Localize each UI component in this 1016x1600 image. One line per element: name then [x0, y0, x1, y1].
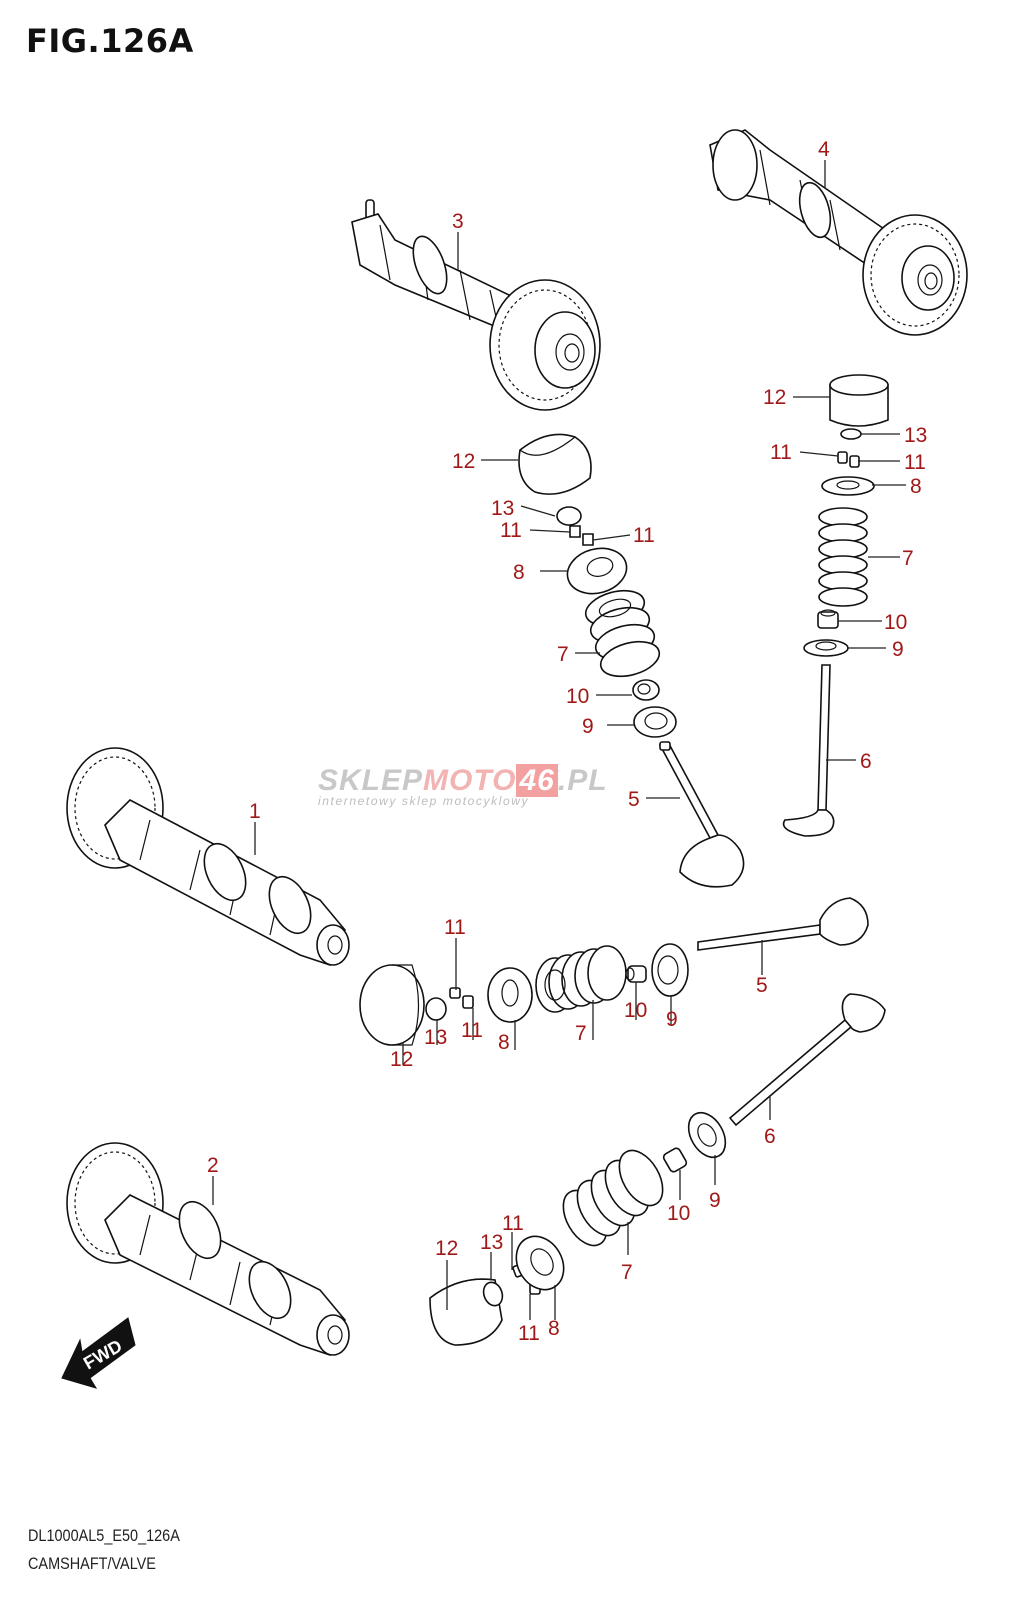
- shim-13[interactable]: [425, 997, 447, 1021]
- retainer-8[interactable]: [487, 967, 533, 1023]
- shim-13[interactable]: [480, 1280, 505, 1309]
- callout-13: 13: [491, 497, 514, 520]
- section-name: CAMSHAFT/VALVE: [28, 1554, 156, 1573]
- spring-7[interactable]: [818, 507, 868, 607]
- camshaft-2[interactable]: [66, 1142, 350, 1356]
- callout-9: 9: [582, 715, 594, 738]
- callout-13: 13: [480, 1231, 503, 1254]
- spring-7[interactable]: [582, 585, 663, 682]
- cotter-11a[interactable]: [449, 987, 461, 999]
- callout-11: 11: [444, 916, 466, 939]
- callout-6: 6: [764, 1125, 776, 1148]
- leader-lines: [212, 160, 906, 1320]
- callout-6: 6: [860, 750, 872, 773]
- callout-8: 8: [548, 1317, 560, 1340]
- callout-10: 10: [624, 999, 647, 1022]
- spring-7[interactable]: [554, 1143, 671, 1253]
- callout-11: 11: [502, 1212, 524, 1235]
- model-code: DL1000AL5_E50_126A: [28, 1526, 180, 1545]
- watermark-tagline: internetowy sklep motocyklowy: [318, 794, 530, 808]
- callout-11: 11: [518, 1322, 540, 1345]
- callout-9: 9: [666, 1008, 678, 1031]
- callout-7: 7: [902, 547, 914, 570]
- stem-seal-10[interactable]: [625, 965, 647, 983]
- retainer-8[interactable]: [507, 1228, 573, 1298]
- callout-4: 4: [818, 138, 830, 161]
- callouts: 3 4 12 13 11 11 8 7 10 9 6 12 13 11 11 8…: [207, 138, 927, 1345]
- cotter-11a[interactable]: [837, 451, 848, 464]
- callout-5: 5: [628, 788, 640, 811]
- stem-seal-10[interactable]: [632, 679, 660, 701]
- stem-seal-10[interactable]: [817, 609, 839, 629]
- cotter-11a[interactable]: [569, 525, 581, 538]
- spring-7[interactable]: [535, 945, 627, 1013]
- valve-5[interactable]: [697, 897, 869, 951]
- footer: DL1000AL5_E50_126A CAMSHAFT/VALVE: [28, 1522, 180, 1578]
- callout-13: 13: [904, 424, 927, 447]
- callout-12: 12: [452, 450, 475, 473]
- cotter-11b[interactable]: [462, 995, 474, 1009]
- valve-assembly-horizontal: [359, 897, 869, 1046]
- callout-11: 11: [461, 1019, 483, 1042]
- cotter-11b[interactable]: [849, 455, 860, 468]
- spring-seat-9[interactable]: [681, 1106, 733, 1164]
- valve-5[interactable]: [658, 741, 745, 888]
- callout-2: 2: [207, 1154, 219, 1177]
- spring-seat-9[interactable]: [633, 706, 677, 738]
- valve-assembly-bottom: [429, 993, 886, 1346]
- figure-title: FIG.126A: [26, 22, 194, 60]
- callout-5: 5: [756, 974, 768, 997]
- callout-8: 8: [513, 561, 525, 584]
- callout-7: 7: [575, 1022, 587, 1045]
- shim-13[interactable]: [840, 428, 862, 440]
- callout-11: 11: [904, 451, 926, 474]
- callout-12: 12: [390, 1048, 413, 1071]
- spring-seat-9[interactable]: [803, 639, 849, 657]
- valve-assembly-center: [518, 433, 745, 888]
- tappet-12[interactable]: [359, 964, 425, 1046]
- callout-3: 3: [452, 210, 464, 233]
- callout-9: 9: [709, 1189, 721, 1212]
- valve-assembly-right: [782, 374, 889, 837]
- callout-8: 8: [498, 1031, 510, 1054]
- callout-9: 9: [892, 638, 904, 661]
- camshaft-4[interactable]: [709, 129, 968, 336]
- stem-seal-10[interactable]: [662, 1147, 688, 1173]
- valve-6[interactable]: [782, 664, 835, 837]
- tappet-12[interactable]: [829, 374, 889, 427]
- retainer-8[interactable]: [821, 476, 875, 496]
- callout-11: 11: [633, 524, 655, 547]
- callout-10: 10: [667, 1202, 690, 1225]
- shim-13[interactable]: [556, 506, 582, 526]
- callout-12: 12: [435, 1237, 458, 1260]
- callout-7: 7: [557, 643, 569, 666]
- callout-10: 10: [884, 611, 907, 634]
- callout-11: 11: [500, 519, 522, 542]
- camshaft-1[interactable]: [66, 747, 350, 966]
- callout-1: 1: [249, 800, 261, 823]
- callout-12: 12: [763, 386, 786, 409]
- callout-7: 7: [621, 1261, 633, 1284]
- callout-10: 10: [566, 685, 589, 708]
- callout-11: 11: [770, 441, 792, 464]
- cotter-11b[interactable]: [582, 533, 594, 546]
- retainer-8[interactable]: [562, 542, 631, 600]
- callout-13: 13: [424, 1026, 447, 1049]
- valve-6[interactable]: [728, 993, 886, 1127]
- camshaft-3[interactable]: [351, 199, 601, 411]
- forward-direction-arrow: FWD: [61, 1317, 136, 1389]
- callout-8: 8: [910, 475, 922, 498]
- tappet-12[interactable]: [518, 433, 592, 495]
- spring-seat-9[interactable]: [651, 943, 689, 997]
